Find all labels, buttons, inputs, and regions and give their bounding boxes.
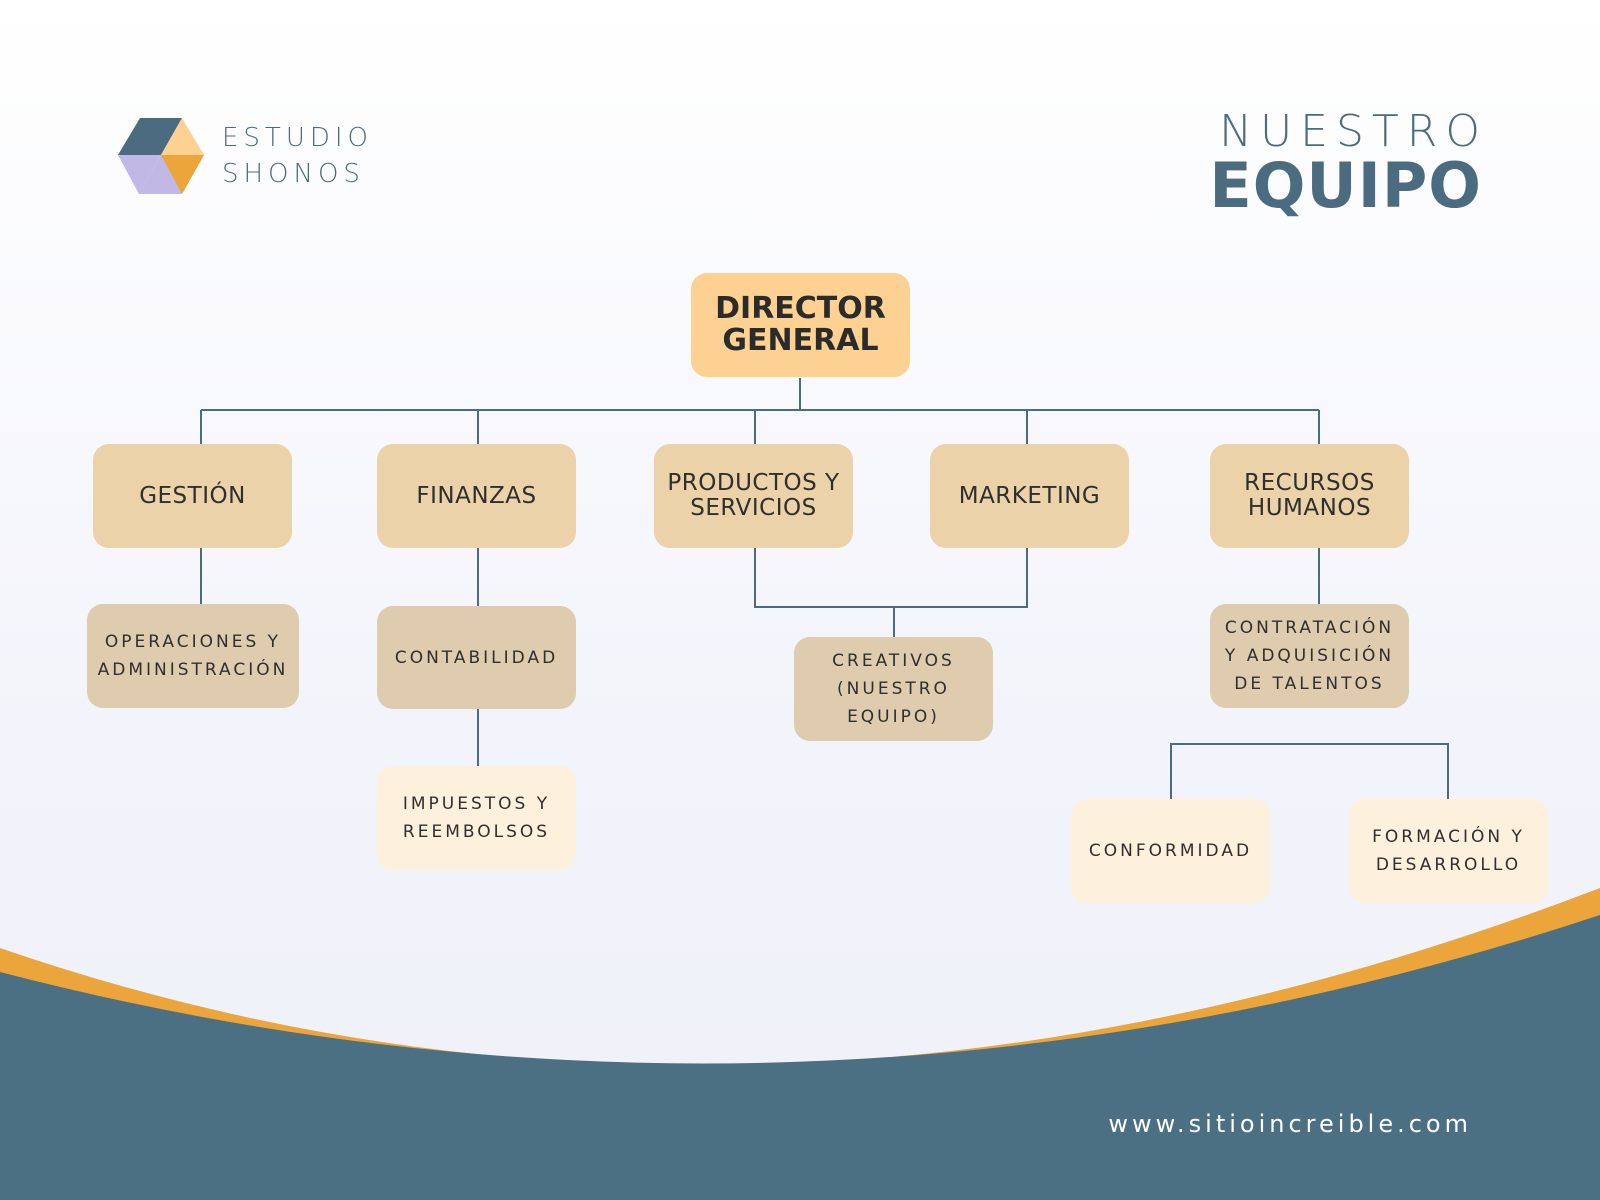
org-node-contratacion-talentos: CONTRATACIÓN Y ADQUISICIÓN DE TALENTOS — [1210, 604, 1409, 708]
node-label: PRODUCTOS Y SERVICIOS — [667, 470, 840, 521]
node-label: CONTRATACIÓN Y ADQUISICIÓN DE TALENTOS — [1224, 618, 1395, 694]
brand-name: ESTUDIO SHONOS — [222, 120, 373, 192]
org-node-marketing: MARKETING — [930, 444, 1129, 548]
connector-productos-marketing-creativos — [754, 548, 1028, 637]
node-label: FINANZAS — [416, 482, 537, 509]
org-node-contabilidad: CONTABILIDAD — [377, 606, 576, 709]
node-label: CONFORMIDAD — [1088, 841, 1253, 861]
org-node-formacion-desarrollo: FORMACIÓN Y DESARROLLO — [1349, 799, 1548, 903]
org-node-impuestos-reembolsos: IMPUESTOS Y REEMBOLSOS — [377, 766, 576, 870]
org-node-conformidad: CONFORMIDAD — [1071, 799, 1270, 903]
node-label: DIRECTOR GENERAL — [715, 291, 886, 358]
org-node-creativos: CREATIVOS (NUESTRO EQUIPO) — [794, 637, 993, 741]
brand-line-2: SHONOS — [222, 159, 365, 189]
org-node-productos-servicios: PRODUCTOS Y SERVICIOS — [654, 444, 853, 548]
node-label: RECURSOS HUMANOS — [1244, 470, 1375, 521]
org-node-finanzas: FINANZAS — [377, 444, 576, 548]
title-line-2: EQUIPO — [1209, 149, 1482, 222]
website-url: www.sitioincreible.com — [1108, 1110, 1472, 1138]
node-label: GESTIÓN — [139, 482, 246, 509]
title-line-1: NUESTRO — [1219, 106, 1488, 157]
org-node-gestion: GESTIÓN — [93, 444, 292, 548]
node-label: OPERACIONES Y ADMINISTRACIÓN — [97, 632, 289, 680]
page-title: NUESTRO EQUIPO — [1209, 108, 1482, 222]
connector-contratacion-children — [1170, 743, 1449, 799]
org-node-recursos-humanos: RECURSOS HUMANOS — [1210, 444, 1409, 548]
node-label: CONTABILIDAD — [394, 647, 559, 668]
node-label: CREATIVOS (NUESTRO EQUIPO) — [832, 651, 955, 727]
node-label: IMPUESTOS Y REEMBOLSOS — [402, 794, 551, 842]
node-label: FORMACIÓN Y DESARROLLO — [1372, 827, 1525, 875]
org-node-director-general: DIRECTOR GENERAL — [691, 273, 910, 377]
brand-line-1: ESTUDIO — [222, 123, 373, 153]
studio-logo-icon — [118, 118, 204, 194]
node-label: MARKETING — [958, 482, 1101, 509]
blue-wave-fill — [0, 937, 1600, 1200]
org-node-operaciones-administracion: OPERACIONES Y ADMINISTRACIÓN — [87, 604, 299, 708]
